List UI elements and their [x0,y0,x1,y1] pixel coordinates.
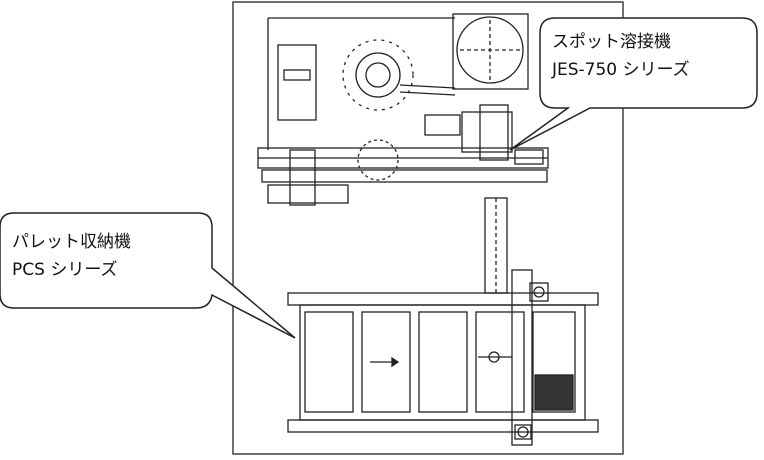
callout-title: スポット溶接機 [552,32,671,52]
callout-title: パレット収納機 [12,232,131,252]
pallet-storage-unit [287,269,599,446]
callout-bubble-welder [509,17,758,151]
callout-subtitle: PCS シリーズ [12,260,118,280]
callout-pallet: パレット収納機 PCS シリーズ [12,228,131,284]
drawing-frame [232,1,624,455]
callout-subtitle: JES-750 シリーズ [552,60,690,80]
callout-bubble-pallet [0,212,296,339]
spot-welder-unit [257,13,549,206]
callout-welder: スポット溶接機 JES-750 シリーズ [552,28,690,84]
